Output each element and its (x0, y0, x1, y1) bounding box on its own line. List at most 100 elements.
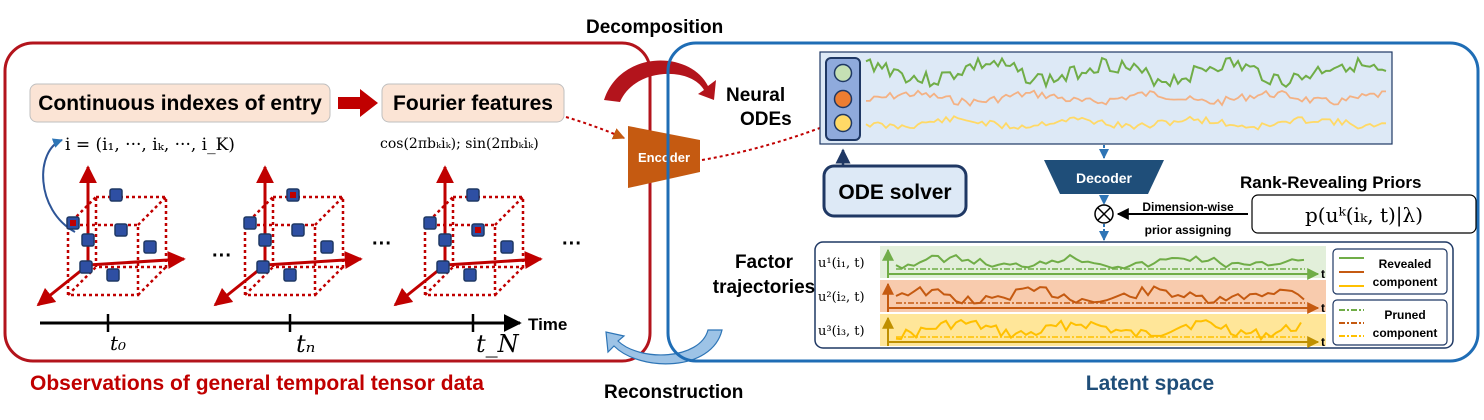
latent-space-caption: Latent space (1086, 372, 1214, 395)
cube-axis-right (264, 251, 363, 269)
tensor-entry (243, 216, 257, 230)
dimension-wise-label-1: Dimension-wise (1142, 200, 1234, 214)
revealed-legend (1332, 248, 1448, 295)
cube-front-face (423, 223, 497, 297)
fourier-formula: cos(2πbₖiₖ); sin(2πbₖiₖ) (380, 136, 539, 152)
tensor-entry (283, 268, 297, 282)
tN-label: t_N (476, 330, 520, 358)
pruned-legend-label-1: Pruned (1384, 308, 1425, 322)
tensor-cube-3 (393, 165, 543, 307)
cube-back-face (94, 195, 168, 269)
factor-2-revealed-line (895, 285, 1305, 305)
continuous-indexes-box (29, 83, 331, 123)
cube-edge (137, 266, 167, 296)
revealed-legend-label-2: component (1373, 275, 1438, 289)
tensor-entry (143, 240, 157, 254)
ode-solver-label: ODE solver (838, 181, 951, 204)
cube-edge (137, 196, 167, 226)
u1-label: u¹(i₁, t) (818, 256, 865, 271)
tensor-entry (423, 216, 437, 230)
tensor-entry (256, 260, 270, 274)
cube-edge (494, 196, 524, 226)
tensor-entry (81, 233, 95, 247)
ode-solver-box (822, 164, 968, 218)
factor-band-1 (880, 246, 1326, 278)
tensor-entry (291, 223, 305, 237)
observed-entry (290, 192, 296, 198)
observed-entry (475, 227, 481, 233)
tensor-entry (106, 268, 120, 282)
time-label: Time (528, 315, 567, 334)
tensor-entry (500, 240, 514, 254)
neural-odes-label-2: ODEs (740, 109, 792, 130)
neural-odes-label-1: Neural (726, 85, 785, 106)
ellipsis-1: ··· (212, 245, 232, 267)
cube-back-face (451, 195, 525, 269)
prior-formula: p(uᵏ(iₖ, t)|λ) (1305, 203, 1423, 228)
product-x-2 (1097, 207, 1111, 221)
tensor-entry (320, 240, 334, 254)
tensor-entry (109, 188, 123, 202)
ellipsis-2: ··· (372, 233, 392, 255)
tensor-entry (466, 188, 480, 202)
latent-space-panel (666, 41, 1480, 363)
red-block-arrow (338, 89, 378, 117)
revealed-legend-label-1: Revealed (1379, 257, 1432, 271)
encoder-label: Encoder (638, 150, 690, 165)
encoder-to-ode-arrow (701, 127, 821, 161)
decoder-shape (1044, 160, 1164, 194)
cube-edge (494, 266, 524, 296)
factor-axes (882, 248, 1320, 348)
factor-label-2: trajectories (713, 277, 815, 298)
cube-front-face (66, 223, 140, 297)
tensor-entry (436, 260, 450, 274)
state-green (833, 63, 853, 83)
reconstruction-arrow (605, 329, 723, 365)
state-yellow (833, 113, 853, 133)
tensor-entry (258, 233, 272, 247)
cube-front-face (243, 223, 317, 297)
cube-axis-right (87, 251, 186, 269)
tensor-cubes (36, 165, 543, 307)
continuous-indexes-label: Continuous indexes of entry (38, 92, 322, 115)
fourier-features-label: Fourier features (393, 92, 553, 115)
fourier-features-box (381, 83, 565, 123)
factor-lines (895, 253, 1305, 342)
index-formula: i = (i₁, ···, iₖ, ···, i_K) (65, 135, 235, 155)
t-axis-label-1: t (1321, 267, 1325, 281)
tensor-cube-1 (36, 165, 186, 307)
pruned-legend-label-2: component (1373, 326, 1438, 340)
factor-1-revealed-line (895, 253, 1305, 270)
rank-revealing-label: Rank-Revealing Priors (1240, 173, 1421, 192)
tensor-entry (463, 268, 477, 282)
ode-trajectory-lines (865, 55, 1387, 131)
encoder-shape (628, 126, 700, 188)
tensor-entry (79, 260, 93, 274)
factor-label-1: Factor (735, 252, 794, 273)
t0-label: t₀ (110, 331, 126, 355)
cube-axis-right (444, 251, 543, 269)
ode-line-orange (865, 89, 1386, 108)
u2-label: u²(i₂, t) (818, 290, 865, 305)
observations-caption: Observations of general temporal tensor … (30, 372, 484, 395)
tensor-cube-2 (213, 165, 363, 307)
tensor-entry (114, 223, 128, 237)
reconstruction-label: Reconstruction (604, 382, 743, 403)
cube-back-face (271, 195, 345, 269)
dimension-wise-label-2: prior assigning (1145, 223, 1232, 237)
state-orange (833, 89, 853, 109)
factor-3-revealed-line (895, 318, 1302, 342)
ode-line-green (865, 55, 1387, 90)
ode-line-yellow (865, 115, 1387, 131)
ellipsis-3: ··· (562, 233, 582, 255)
tensor-entry (438, 233, 452, 247)
pruned-legend (1332, 299, 1448, 346)
cube-edge (314, 266, 344, 296)
factor-band-2 (880, 280, 1326, 312)
prior-formula-box (1251, 194, 1477, 234)
decoder-label: Decoder (1076, 170, 1133, 186)
factor-band-3 (880, 314, 1326, 346)
observations-panel (3, 41, 652, 363)
decomposition-label: Decomposition (586, 17, 723, 38)
